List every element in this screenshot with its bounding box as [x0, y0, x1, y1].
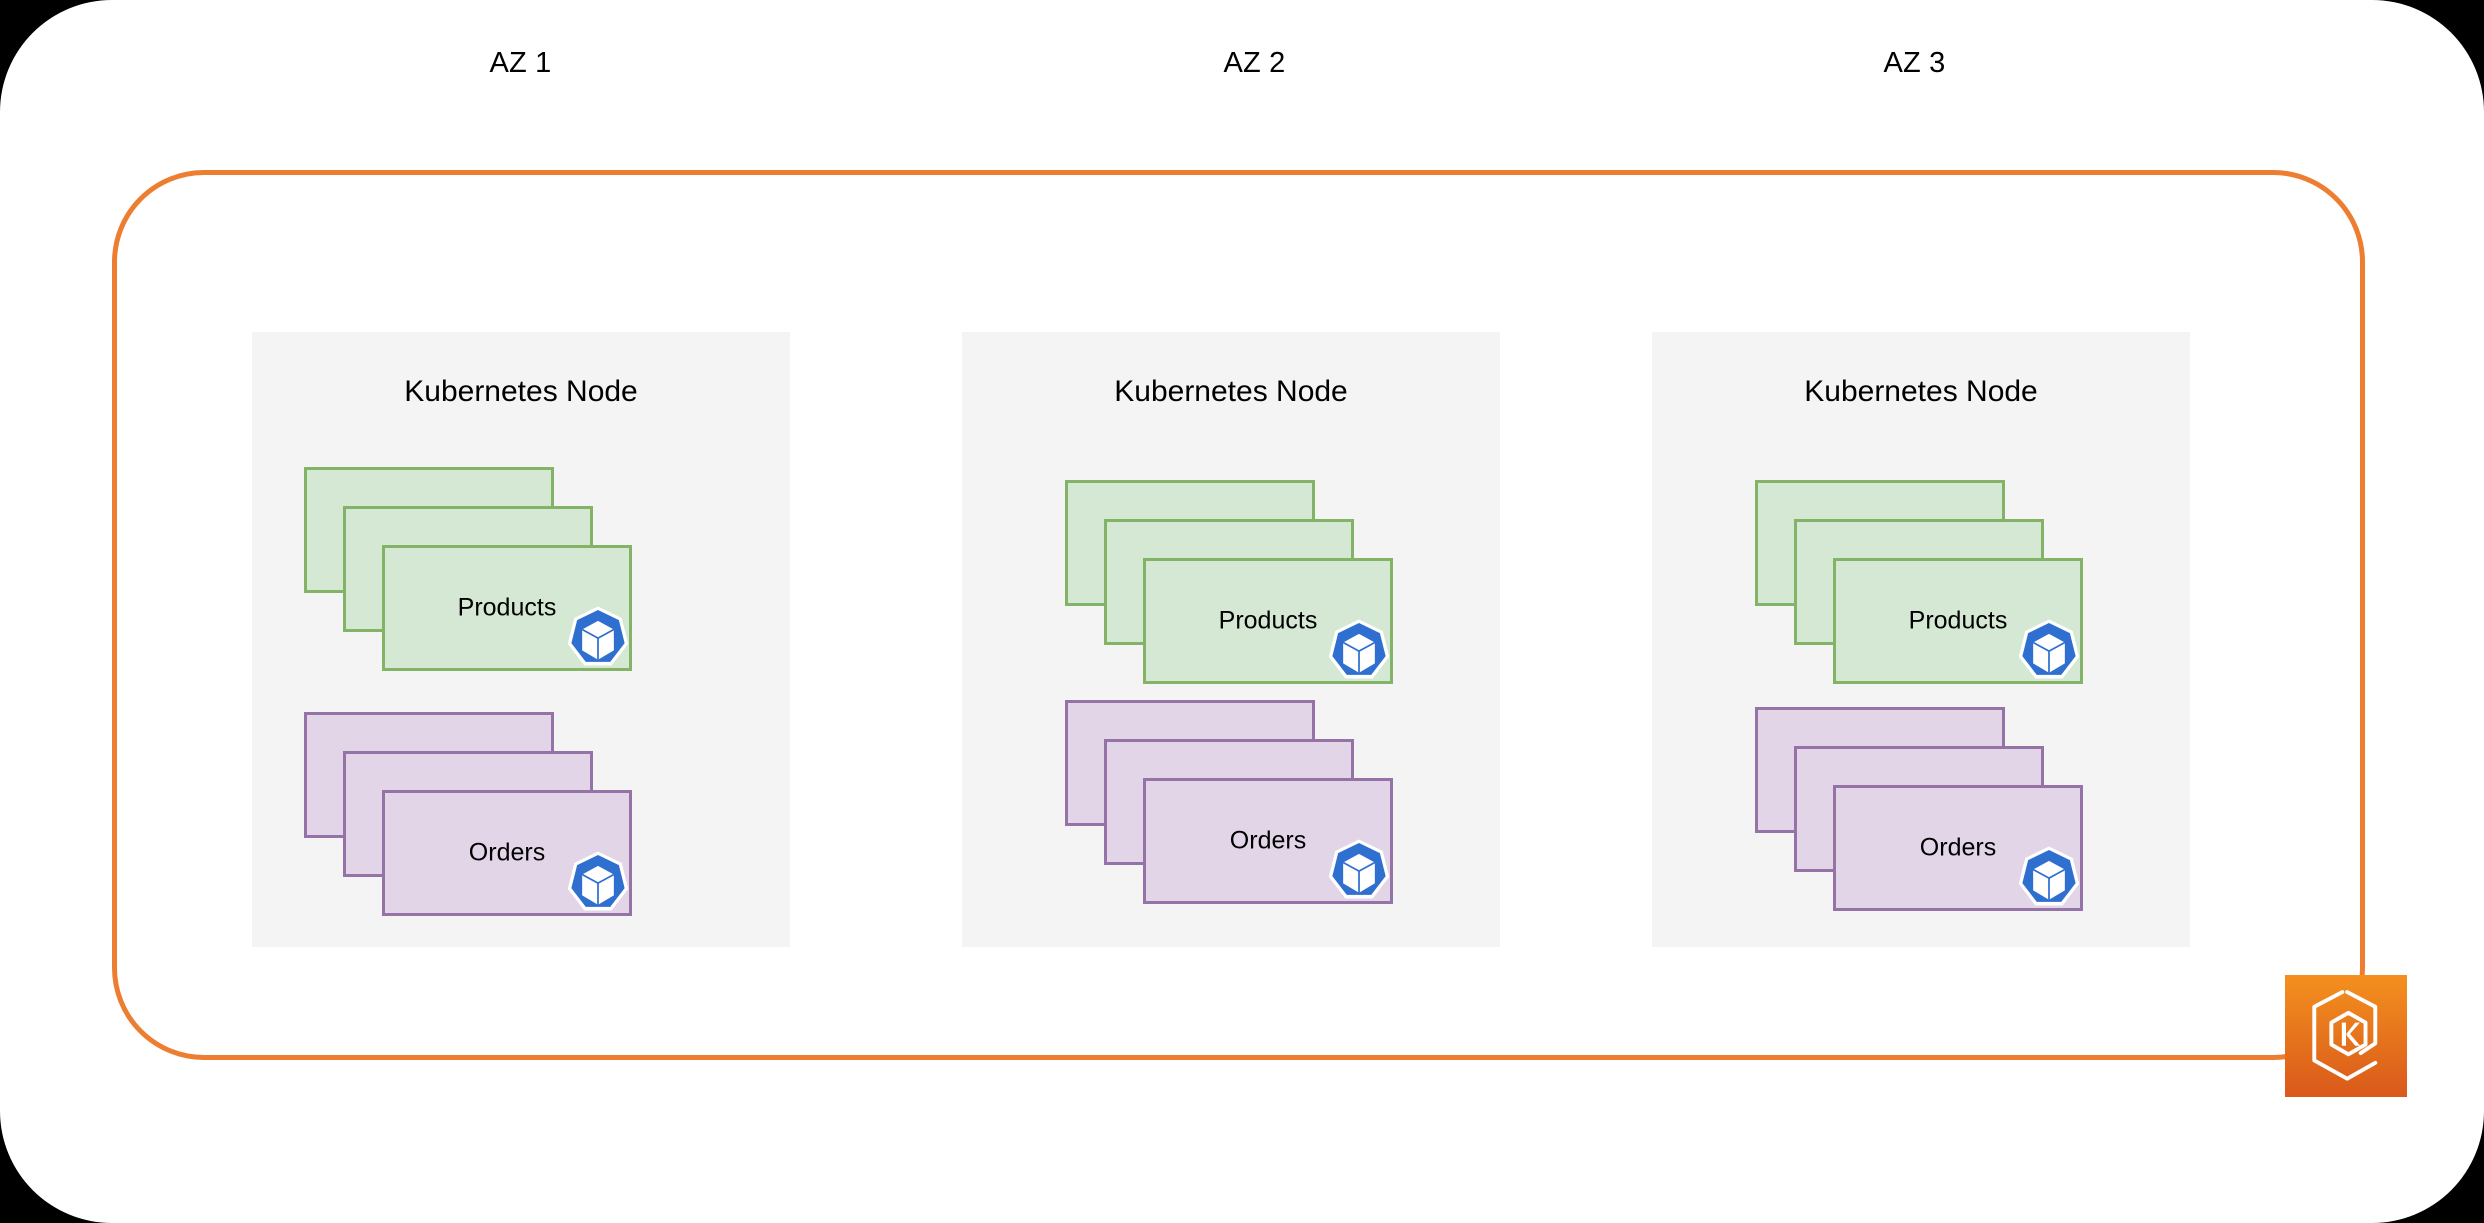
pod-label: Orders	[468, 838, 546, 867]
pod-stack-orders-az3[interactable]: Orders	[1755, 707, 2085, 911]
kubernetes-pod-icon	[2013, 618, 2085, 690]
az-label-2: AZ 2	[1223, 47, 1286, 79]
kubernetes-pod-icon	[1323, 618, 1395, 690]
kubernetes-pod-icon	[562, 850, 634, 922]
pod-label: Products	[1218, 606, 1318, 635]
eks-cluster-boundary	[112, 170, 2365, 1060]
az-label-1: AZ 1	[489, 47, 552, 79]
kubernetes-node-title: Kubernetes Node	[1804, 375, 2038, 408]
pod-label: Orders	[1919, 833, 1997, 862]
pod-label: Orders	[1229, 826, 1307, 855]
pod-label: Products	[457, 593, 557, 622]
pod-stack-orders-az2[interactable]: Orders	[1065, 700, 1395, 904]
kubernetes-node-title: Kubernetes Node	[404, 375, 638, 408]
pod-stack-products-az3[interactable]: Products	[1755, 480, 2085, 684]
kubernetes-pod-icon	[2013, 845, 2085, 917]
kubernetes-node-az3: Kubernetes Node Products Orders	[1652, 332, 2190, 947]
kubernetes-node-title: Kubernetes Node	[1114, 375, 1348, 408]
pod-stack-products-az1[interactable]: Products	[304, 467, 634, 671]
pod-stack-products-az2[interactable]: Products	[1065, 480, 1395, 684]
az-label-3: AZ 3	[1883, 47, 1946, 79]
pod-label: Products	[1908, 606, 2008, 635]
kubernetes-pod-icon	[1323, 838, 1395, 910]
pod-stack-orders-az1[interactable]: Orders	[304, 712, 634, 916]
amazon-eks-logo-icon	[2285, 975, 2407, 1097]
kubernetes-pod-icon	[562, 605, 634, 677]
kubernetes-node-az2: Kubernetes Node Products Orders	[962, 332, 1500, 947]
kubernetes-node-az1: Kubernetes Node Products Orders	[252, 332, 790, 947]
